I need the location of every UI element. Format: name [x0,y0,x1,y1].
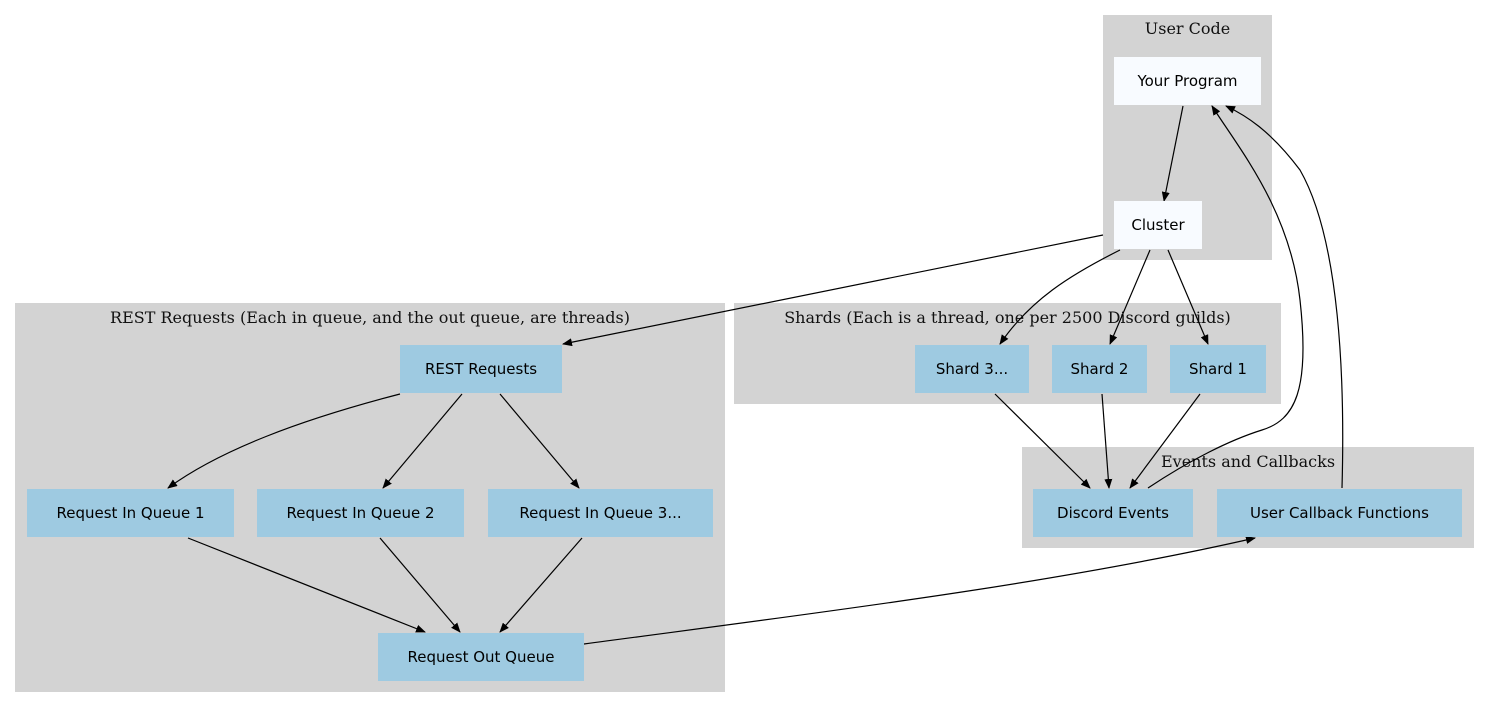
discord-events-node[interactable]: Discord Events [1033,489,1193,537]
cluster-events-callbacks-label: Events and Callbacks [1160,452,1336,471]
request-in-queue-1-node[interactable]: Request In Queue 1 [27,489,234,537]
your-program-node[interactable]: Your Program [1114,57,1261,105]
request-in-queue-3-node[interactable]: Request In Queue 3... [488,489,713,537]
shard-1-node[interactable]: Shard 1 [1170,345,1266,393]
cluster-node[interactable]: Cluster [1114,201,1202,249]
request-in-queue-2-node[interactable]: Request In Queue 2 [257,489,464,537]
request-out-queue-node[interactable]: Request Out Queue [378,633,584,681]
cluster-user-code-label: User Code [1144,19,1231,38]
shard-2-node[interactable]: Shard 2 [1052,345,1147,393]
rest-requests-node[interactable]: REST Requests [400,345,562,393]
shard-3-node[interactable]: Shard 3... [915,345,1029,393]
user-callback-functions-node[interactable]: User Callback Functions [1217,489,1462,537]
cluster-rest-requests-label: REST Requests (Each in queue, and the ou… [110,308,630,327]
cluster-shards-label: Shards (Each is a thread, one per 2500 D… [784,308,1231,327]
